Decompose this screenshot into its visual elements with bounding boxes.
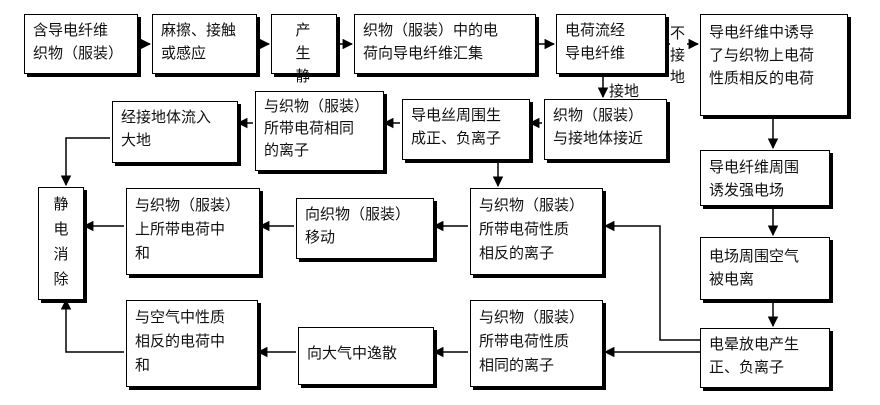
node-charge-flows: 电荷流经 导电纤维 — [556, 14, 666, 74]
node-opposite-charge-ions: 与织物（服装） 所带电荷性质 相反的离子 — [470, 188, 603, 275]
node-ions-around-wire: 导电丝周围生 成正、负离子 — [402, 99, 530, 160]
node-escape-to-air: 向大气中逸散 — [298, 327, 434, 385]
node-conductive-fabric: 含导电纤维 织物（服装） — [24, 14, 138, 74]
node-flow-to-earth: 经接地体流入 大地 — [112, 101, 238, 163]
node-charge-collects: 织物（服装）中的电 荷向导电纤维汇集 — [354, 14, 536, 74]
node-move-to-fabric: 向织物（服装） 移动 — [296, 198, 434, 259]
node-neutralize-air-charge: 与空气中性质 相反的电荷中 和 — [126, 300, 258, 387]
arrow-n13-to-n14 — [603, 220, 700, 341]
node-friction-contact: 麻擦、接触 或感应 — [152, 14, 257, 74]
node-near-ground: 织物（服装） 与接地体接近 — [544, 99, 667, 160]
arrow-n10-to-n17 — [60, 137, 110, 187]
node-neutralize-fabric-charge: 与织物（服装） 上所带电荷中 和 — [126, 188, 260, 275]
node-air-ionized: 电场周围空气 被电离 — [700, 237, 830, 300]
node-corona-discharge: 电晕放电产生 正、负离子 — [700, 328, 830, 388]
node-generate-static: 产 生 静 电 — [271, 14, 337, 108]
arrow-n20-to-n17 — [60, 298, 124, 353]
node-same-charge-ions: 与织物（服装） 所带电荷相同 的离子 — [255, 91, 384, 171]
node-induced-charge: 导电纤维中诱导 了与织物上电荷 性质相反的电荷 — [700, 14, 848, 116]
node-strong-field: 导电纤维周围 诱发强电场 — [700, 150, 830, 206]
node-same-charge-ions-air: 与织物（服装） 所带电荷性质 相同的离子 — [470, 300, 603, 387]
node-static-eliminated: 静 电 消 除 — [38, 187, 84, 300]
label-not-grounded: 不 接 地 — [670, 22, 687, 88]
label-grounded: 接地 — [609, 82, 640, 100]
